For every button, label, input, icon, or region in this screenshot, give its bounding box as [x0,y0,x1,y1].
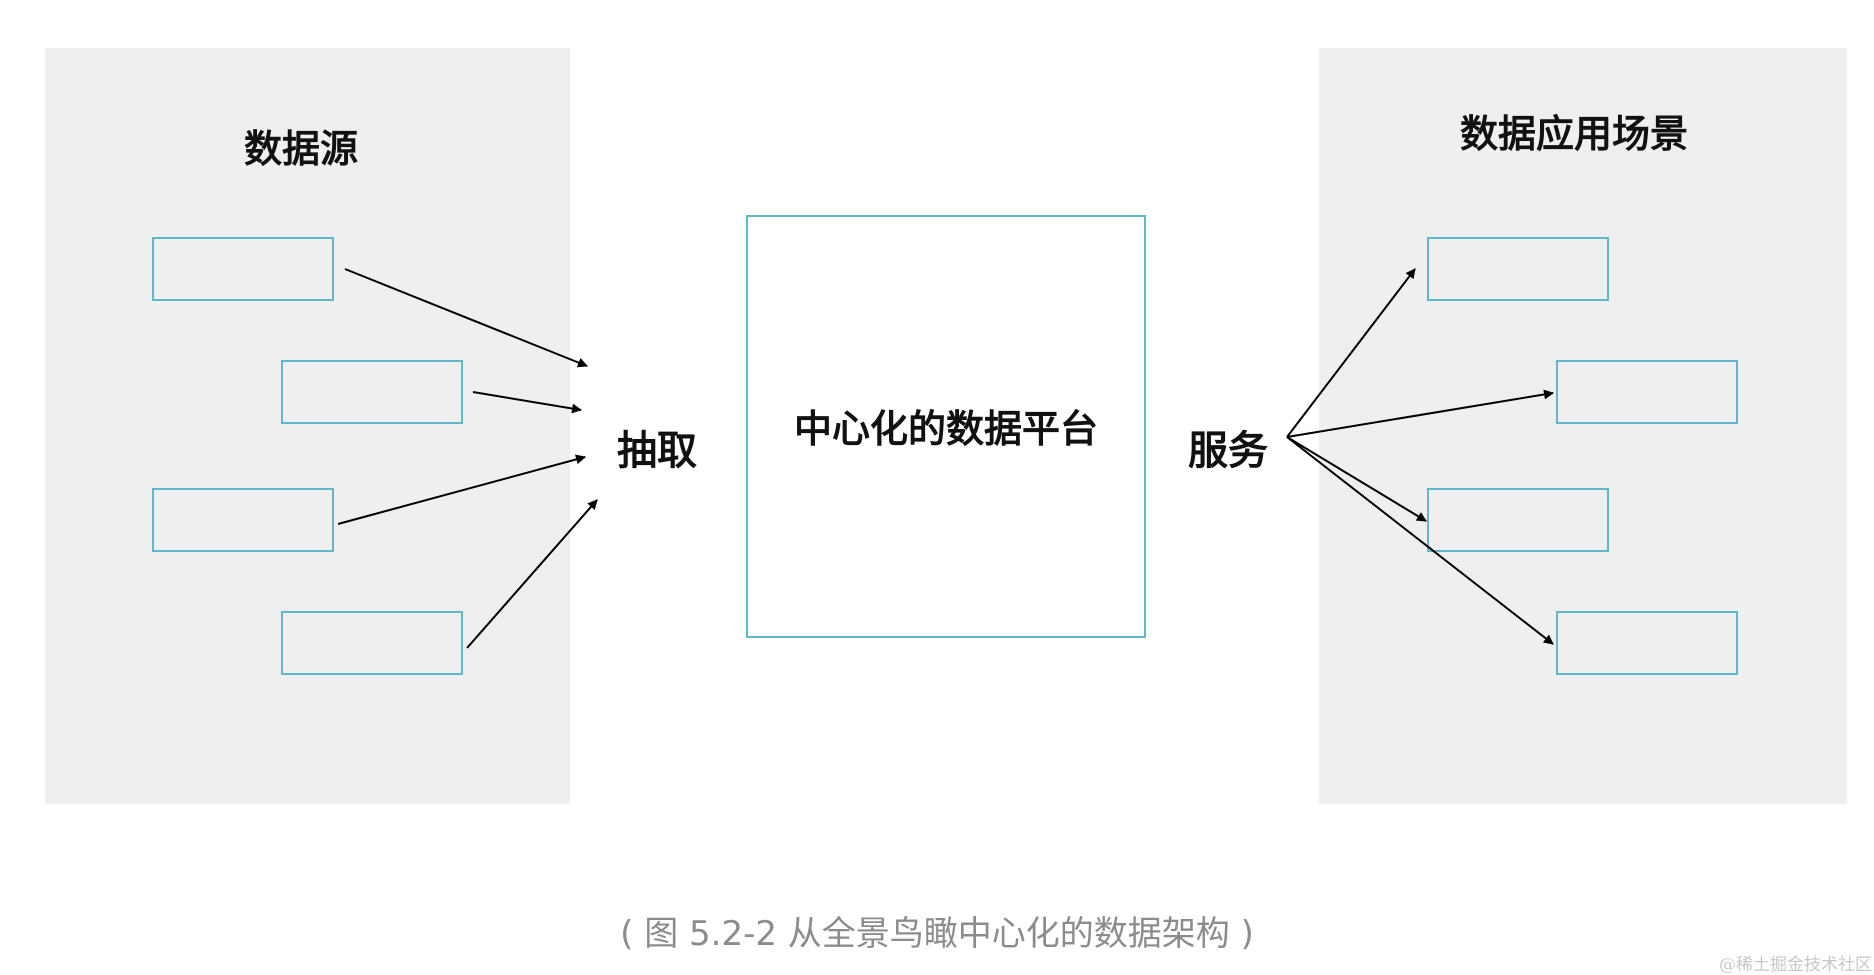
data-source-box [152,488,334,552]
extract-arrow [466,499,598,649]
data-source-box [281,611,463,675]
watermark: @稀土掘金技术社区 [1719,955,1872,975]
central-platform-label: 中心化的数据平台 [793,407,1098,451]
serve-arrow [1286,436,1427,522]
extract-arrow [472,391,582,414]
extract-arrow [344,268,588,368]
serve-arrow [1286,436,1554,645]
data-source-box [152,237,334,301]
serve-label: 服务 [1188,428,1268,474]
data-sources-title: 数据源 [244,127,359,171]
extract-arrow [337,454,586,525]
application-box [1556,360,1738,424]
data-applications-panel [1319,48,1847,804]
serve-arrow [1286,268,1416,438]
data-sources-panel [45,48,570,804]
serve-arrow [1286,389,1554,438]
extract-label: 抽取 [617,428,697,474]
central-platform-box [746,215,1146,638]
data-source-box [281,360,463,424]
data-applications-title: 数据应用场景 [1460,112,1689,156]
figure-caption: ( 图 5.2-2 从全景鸟瞰中心化的数据架构 ) [620,914,1254,954]
application-box [1427,488,1609,552]
application-box [1556,611,1738,675]
application-box [1427,237,1609,301]
